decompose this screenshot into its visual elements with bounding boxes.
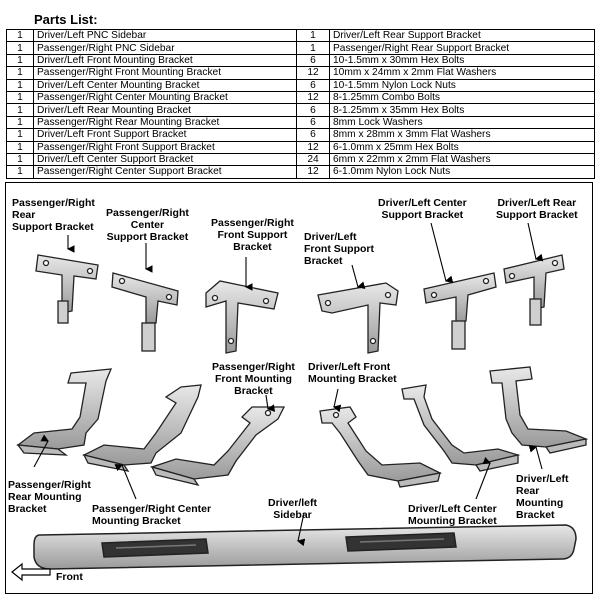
part-description: Driver/Left Rear Mounting Bracket — [33, 103, 297, 117]
label-dl-rear-mounting: Driver/Left Rear Mounting Bracket — [516, 473, 569, 521]
label-dl-center-support: Driver/Left Center Support Bracket — [378, 197, 467, 221]
part-qty: 1 — [6, 66, 34, 80]
part-qty: 1 — [296, 41, 330, 55]
part-description: Driver/Left Rear Support Bracket — [329, 28, 595, 43]
label-dl-front-mounting: Driver/Left Front Mounting Bracket — [308, 361, 397, 385]
part-description: 8-1.25mm x 35mm Hex Bolts — [329, 103, 595, 117]
dl-center-support-bracket — [423, 272, 497, 350]
dl-front-mounting-bracket — [319, 406, 443, 488]
part-qty: 12 — [296, 165, 330, 179]
part-qty: 12 — [296, 66, 330, 80]
part-description: Driver/Left Front Support Bracket — [33, 128, 297, 142]
diagram-drawing — [11, 222, 589, 582]
part-description: 6mm x 22mm x 2mm Flat Washers — [329, 152, 595, 167]
part-description: Passenger/Right Rear Support Bracket — [329, 41, 595, 55]
part-qty: 1 — [6, 90, 34, 105]
label-dl-center-mounting: Driver/Left Center Mounting Bracket — [408, 503, 497, 527]
parts-list-title: Parts List: — [34, 12, 98, 27]
part-qty: 1 — [296, 28, 330, 43]
dl-center-mounting-bracket — [401, 384, 521, 472]
part-description: Passenger/Right Front Support Bracket — [33, 140, 297, 154]
part-qty: 6 — [296, 115, 330, 130]
dl-rear-mounting-bracket — [489, 366, 589, 454]
pr-front-support-bracket — [205, 280, 279, 354]
part-qty: 1 — [6, 103, 34, 117]
part-qty: 6 — [296, 53, 330, 68]
part-qty: 24 — [296, 152, 330, 167]
part-description: 8mm x 28mm x 3mm Flat Washers — [329, 128, 595, 142]
part-description: Driver/Left PNC Sidebar — [33, 28, 297, 43]
part-qty: 1 — [6, 128, 34, 142]
label-pr-center-support: Passenger/Right Center Support Bracket — [106, 207, 189, 243]
part-description: Driver/Left Center Support Bracket — [33, 152, 297, 167]
front-arrow — [11, 562, 51, 582]
label-dl-sidebar: Driver/left Sidebar — [268, 497, 318, 521]
part-qty: 1 — [6, 165, 34, 179]
part-qty: 1 — [6, 78, 34, 92]
part-description: Passenger/Right Center Mounting Bracket — [33, 90, 297, 105]
pr-center-support-bracket — [111, 272, 179, 352]
part-description: Driver/Left Center Mounting Bracket — [33, 78, 297, 92]
part-description: Passenger/Right Center Support Bracket — [33, 165, 297, 179]
part-qty: 1 — [6, 152, 34, 167]
dl-front-support-bracket — [317, 282, 399, 354]
exploded-diagram: Passenger/Right Rear Support Bracket Pas… — [5, 182, 593, 594]
label-pr-front-support: Passenger/Right Front Support Bracket — [211, 217, 294, 253]
label-pr-rear-support: Passenger/Right Rear Support Bracket — [12, 197, 95, 233]
part-qty: 12 — [296, 90, 330, 105]
part-qty: 1 — [6, 140, 34, 154]
part-qty: 1 — [6, 115, 34, 130]
pr-rear-support-bracket — [35, 254, 99, 324]
part-qty: 6 — [296, 128, 330, 142]
part-description: 10-1.5mm x 30mm Hex Bolts — [329, 53, 595, 68]
label-pr-front-mounting: Passenger/Right Front Mounting Bracket — [212, 361, 295, 397]
pr-front-mounting-bracket — [149, 406, 286, 487]
part-qty: 6 — [296, 103, 330, 117]
label-pr-center-mounting: Passenger/Right Center Mounting Bracket — [92, 503, 212, 527]
part-qty: 1 — [6, 28, 34, 43]
label-pr-rear-mounting: Passenger/Right Rear Mounting Bracket — [8, 479, 91, 515]
driver-left-sidebar — [33, 524, 577, 570]
part-description: Passenger/Right Rear Mounting Bracket — [33, 115, 297, 130]
part-description: 10-1.5mm Nylon Lock Nuts — [329, 78, 595, 92]
part-description: 8mm Lock Washers — [329, 115, 595, 130]
part-qty: 6 — [296, 78, 330, 92]
part-description: Passenger/Right PNC Sidebar — [33, 41, 297, 55]
part-description: Passenger/Right Front Mounting Bracket — [33, 66, 297, 80]
part-description: 6-1.0mm Nylon Lock Nuts — [329, 165, 595, 179]
part-description: Driver/Left Front Mounting Bracket — [33, 53, 297, 68]
part-qty: 1 — [6, 53, 34, 68]
label-dl-front-support: Driver/Left Front Support Bracket — [304, 231, 374, 267]
label-front: Front — [56, 571, 83, 583]
part-description: 6-1.0mm x 25mm Hex Bolts — [329, 140, 595, 154]
dl-rear-support-bracket — [503, 254, 565, 326]
part-qty: 12 — [296, 140, 330, 154]
label-dl-rear-support: Driver/Left Rear Support Bracket — [496, 197, 578, 221]
leader-lines — [33, 222, 544, 547]
part-description: 10mm x 24mm x 2mm Flat Washers — [329, 66, 595, 80]
part-description: 8-1.25mm Combo Bolts — [329, 90, 595, 105]
part-qty: 1 — [6, 41, 34, 55]
pr-rear-mounting-bracket — [16, 368, 113, 456]
